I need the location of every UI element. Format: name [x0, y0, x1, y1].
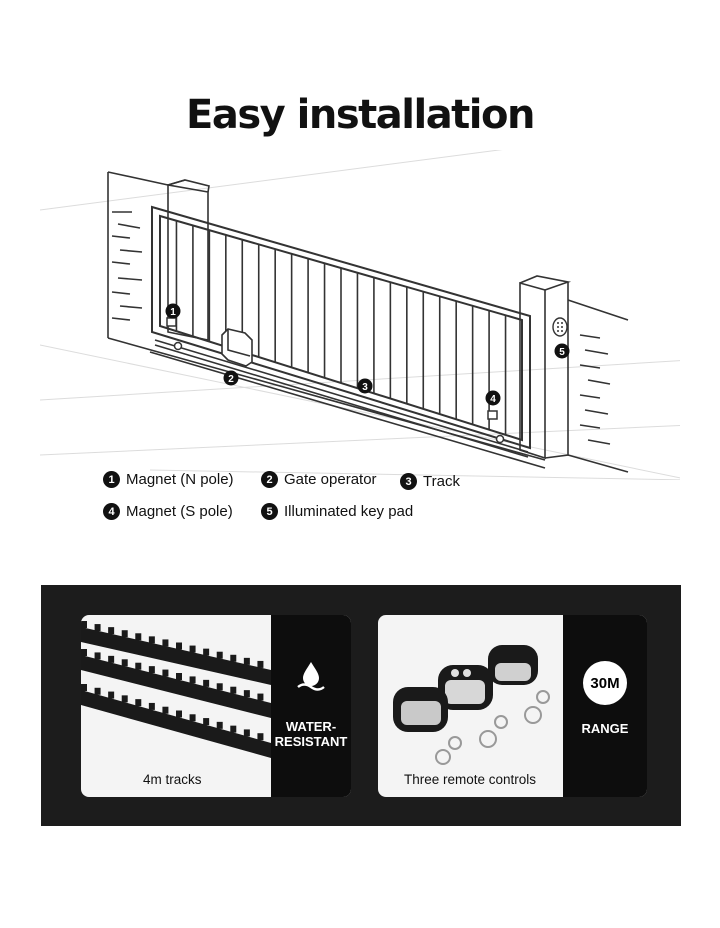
water-drop-icon: [297, 662, 325, 691]
callout-5: 5: [554, 343, 570, 359]
remotes-card: 30M RANGE Three remote controls: [378, 615, 647, 797]
remote-controls-image: [393, 645, 550, 765]
legend-label: Magnet (S pole): [126, 503, 233, 520]
legend-number: 5: [261, 503, 278, 520]
water-resistant-label-line1: WATER-: [285, 719, 337, 734]
tracks-image: [81, 621, 271, 758]
svg-text:5: 5: [559, 347, 565, 358]
legend-label: Magnet (N pole): [126, 471, 234, 488]
legend-item-magnet-n: 1 Magnet (N pole): [103, 471, 234, 488]
page-title: Easy installation: [186, 92, 535, 138]
range-strip: 30M RANGE: [563, 615, 647, 797]
legend-number: 3: [400, 473, 417, 490]
callout-3: 3: [357, 378, 373, 394]
legend-item-gate-operator: 2 Gate operator: [261, 471, 377, 488]
gate-diagram: 1 2 3 4 5: [40, 150, 680, 480]
range-label: RANGE: [581, 721, 629, 736]
legend-number: 2: [261, 471, 278, 488]
remotes-caption: Three remote controls: [404, 772, 537, 787]
legend-label: Track: [423, 473, 460, 490]
callout-1: 1: [165, 303, 181, 319]
svg-text:3: 3: [362, 382, 368, 393]
legend-item-key-pad: 5 Illuminated key pad: [261, 503, 413, 520]
legend-item-track: 3 Track: [400, 473, 460, 490]
range-badge: 30M: [583, 661, 627, 705]
tracks-card: WATER- RESISTANT 4m tracks: [81, 615, 351, 797]
water-resistant-strip: WATER- RESISTANT: [271, 615, 351, 797]
legend-label: Illuminated key pad: [284, 503, 414, 520]
tracks-caption: 4m tracks: [143, 772, 202, 787]
legend-item-magnet-s: 4 Magnet (S pole): [103, 503, 233, 520]
legend-label: Gate operator: [284, 471, 377, 488]
legend-number: 4: [103, 503, 120, 520]
svg-text:4: 4: [490, 394, 496, 405]
svg-text:2: 2: [228, 374, 234, 385]
callout-2: 2: [223, 370, 239, 386]
callout-4: 4: [485, 390, 501, 406]
feature-panel: WATER- RESISTANT 4m tracks: [41, 585, 681, 826]
legend-number: 1: [103, 471, 120, 488]
water-resistant-label-line2: RESISTANT: [274, 734, 348, 749]
svg-text:1: 1: [170, 307, 176, 318]
